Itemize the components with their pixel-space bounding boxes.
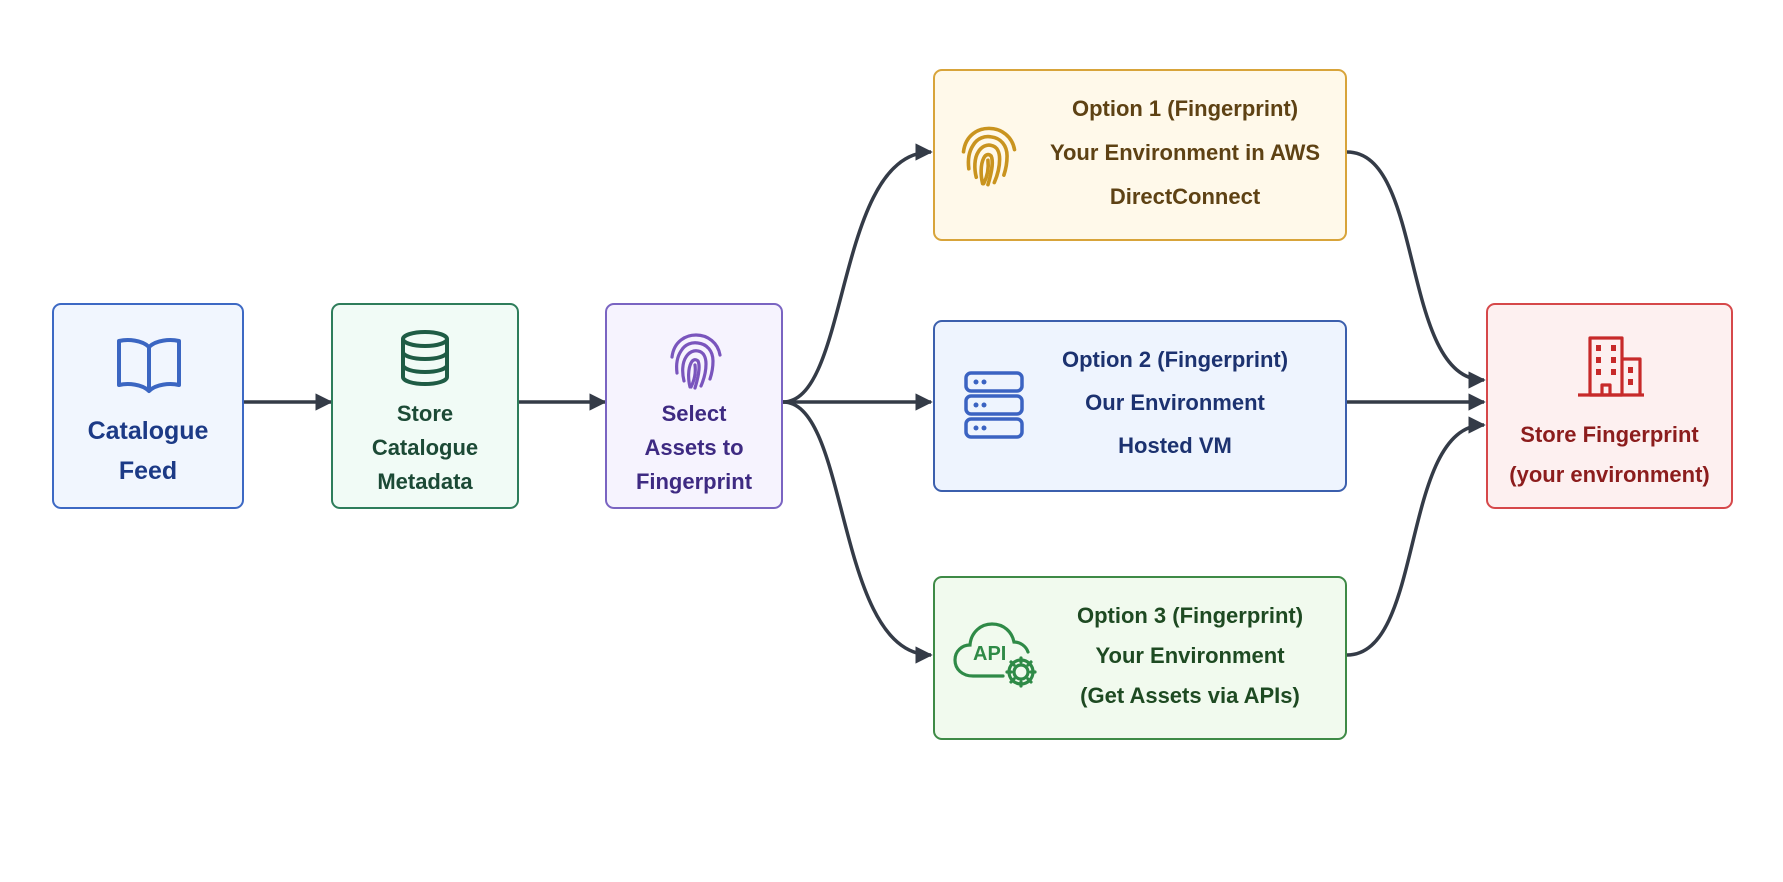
- store-metadata-label: Store Catalogue Metadata: [333, 397, 517, 499]
- select-assets-node: Select Assets to Fingerprint: [605, 303, 783, 509]
- option-3-line-3: (Get Assets via APIs): [1080, 683, 1300, 708]
- select-assets-line-1: Select: [661, 401, 727, 426]
- select-assets-label: Select Assets to Fingerprint: [607, 397, 781, 499]
- store-fingerprint-line-1: Store Fingerprint: [1520, 422, 1699, 447]
- select-assets-line-2: Assets to: [644, 435, 744, 460]
- arrow-option1-to-result: [1346, 150, 1486, 389]
- option-3-line-1: Option 3 (Fingerprint): [1076, 603, 1304, 628]
- arrow-select-to-option3: [782, 400, 933, 664]
- catalogue-feed-line-1: Catalogue: [87, 417, 209, 445]
- option-2-line-1: Option 2 (Fingerprint): [1061, 347, 1289, 372]
- arrow-select-to-option1: [782, 143, 933, 404]
- server-icon: [964, 371, 1024, 439]
- option-2-label: Option 2 (Fingerprint) Our Environment H…: [1005, 338, 1345, 467]
- option-2-line-3: Hosted VM: [1118, 433, 1232, 458]
- api-cloud-icon: API: [953, 622, 1037, 688]
- store-fingerprint-label: Store Fingerprint (your environment): [1488, 415, 1731, 495]
- building-icon: [1578, 336, 1644, 397]
- option-3-node: API Option 3 (Fingerprint) Your Environm…: [933, 576, 1347, 740]
- database-icon: [401, 330, 449, 387]
- store-metadata-line-1: Store: [396, 401, 454, 426]
- option-3-line-2: Your Environment: [1095, 643, 1285, 668]
- option-1-line-2: Your Environment in AWS: [1049, 140, 1321, 165]
- store-metadata-line-3: Metadata: [377, 469, 473, 494]
- store-metadata-line-2: Catalogue: [371, 435, 479, 460]
- catalogue-feed-line-2: Feed: [118, 457, 178, 485]
- api-icon-text: API: [973, 643, 1006, 665]
- option-1-line-3: DirectConnect: [1109, 184, 1261, 209]
- catalogue-feed-label: Catalogue Feed: [54, 411, 242, 491]
- option-1-label: Option 1 (Fingerprint) Your Environment …: [1025, 87, 1345, 219]
- fingerprint-icon: [961, 126, 1017, 187]
- book-icon: [117, 338, 181, 393]
- arrow-option3-to-result: [1346, 416, 1486, 657]
- store-fingerprint-line-2: (your environment): [1509, 462, 1710, 487]
- option-2-line-2: Our Environment: [1085, 390, 1265, 415]
- store-metadata-node: Store Catalogue Metadata: [331, 303, 519, 509]
- option-1-line-1: Option 1 (Fingerprint): [1071, 96, 1299, 121]
- catalogue-feed-node: Catalogue Feed: [52, 303, 244, 509]
- fingerprint-icon: [670, 333, 722, 390]
- option-3-label: Option 3 (Fingerprint) Your Environment …: [1035, 596, 1345, 716]
- option-2-node: Option 2 (Fingerprint) Our Environment H…: [933, 320, 1347, 492]
- select-assets-line-3: Fingerprint: [635, 469, 753, 494]
- store-fingerprint-node: Store Fingerprint (your environment): [1486, 303, 1733, 509]
- option-1-node: Option 1 (Fingerprint) Your Environment …: [933, 69, 1347, 241]
